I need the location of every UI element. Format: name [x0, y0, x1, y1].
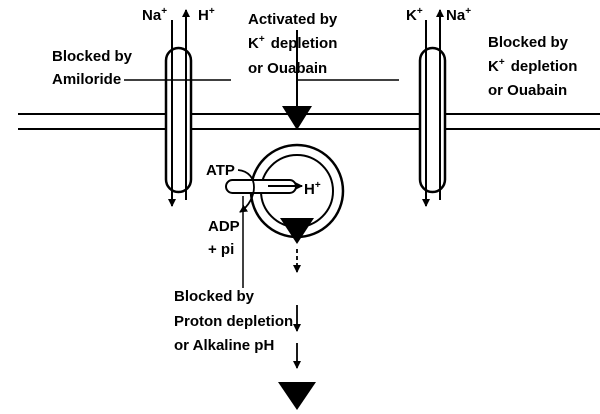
k-ion-label: K+ — [406, 6, 423, 24]
pump-transporter-shape — [418, 46, 447, 194]
ouabain-block-label-line3: or Ouabain — [488, 82, 567, 99]
cell-membrane — [18, 113, 600, 130]
exchanger-transporter-shape — [164, 46, 193, 194]
activation-label-group: Activated by K+depletion or Ouabain — [248, 11, 399, 130]
na-ion-label: Na+ — [142, 6, 167, 24]
activation-triangle-icon — [282, 106, 312, 130]
amiloride-block-label-line2: Amiloride — [52, 71, 121, 88]
na-k-pump: K+ Na+ Blocked by K+depletion or Ouabain — [406, 6, 577, 207]
proton-label: H+ — [304, 180, 321, 198]
ouabain-block-label-line2: K+depletion — [488, 57, 577, 75]
h-ion-label: H+ — [198, 6, 215, 24]
ouabain-block-label-line1: Blocked by — [488, 34, 569, 51]
atp-label: ATP — [206, 162, 235, 179]
pi-label: + pi — [208, 241, 234, 258]
downstream-pathway: Blocked by Proton depletion or Alkaline … — [174, 249, 316, 410]
activated-label-line3: or Ouabain — [248, 60, 327, 77]
amiloride-block-label-line1: Blocked by — [52, 48, 133, 65]
na-ion-label-right: Na+ — [446, 6, 471, 24]
alkaline-block-label-line1: Blocked by — [174, 288, 255, 305]
alkaline-block-label-line3: or Alkaline pH — [174, 337, 274, 354]
vesicle-triangle-icon — [280, 218, 314, 244]
proton-pump-vesicle: H+ ATP ADP + pi — [206, 143, 345, 288]
activated-label-line2: K+depletion — [248, 34, 337, 52]
alkaline-block-label-line2: Proton depletion — [174, 313, 293, 330]
adp-label: ADP — [208, 218, 240, 235]
downstream-triangle-icon — [278, 382, 316, 410]
activated-label-line1: Activated by — [248, 11, 338, 28]
atp-to-adp-curve — [237, 169, 255, 213]
na-h-exchanger: Na+ H+ Blocked by Amiloride — [52, 6, 231, 207]
